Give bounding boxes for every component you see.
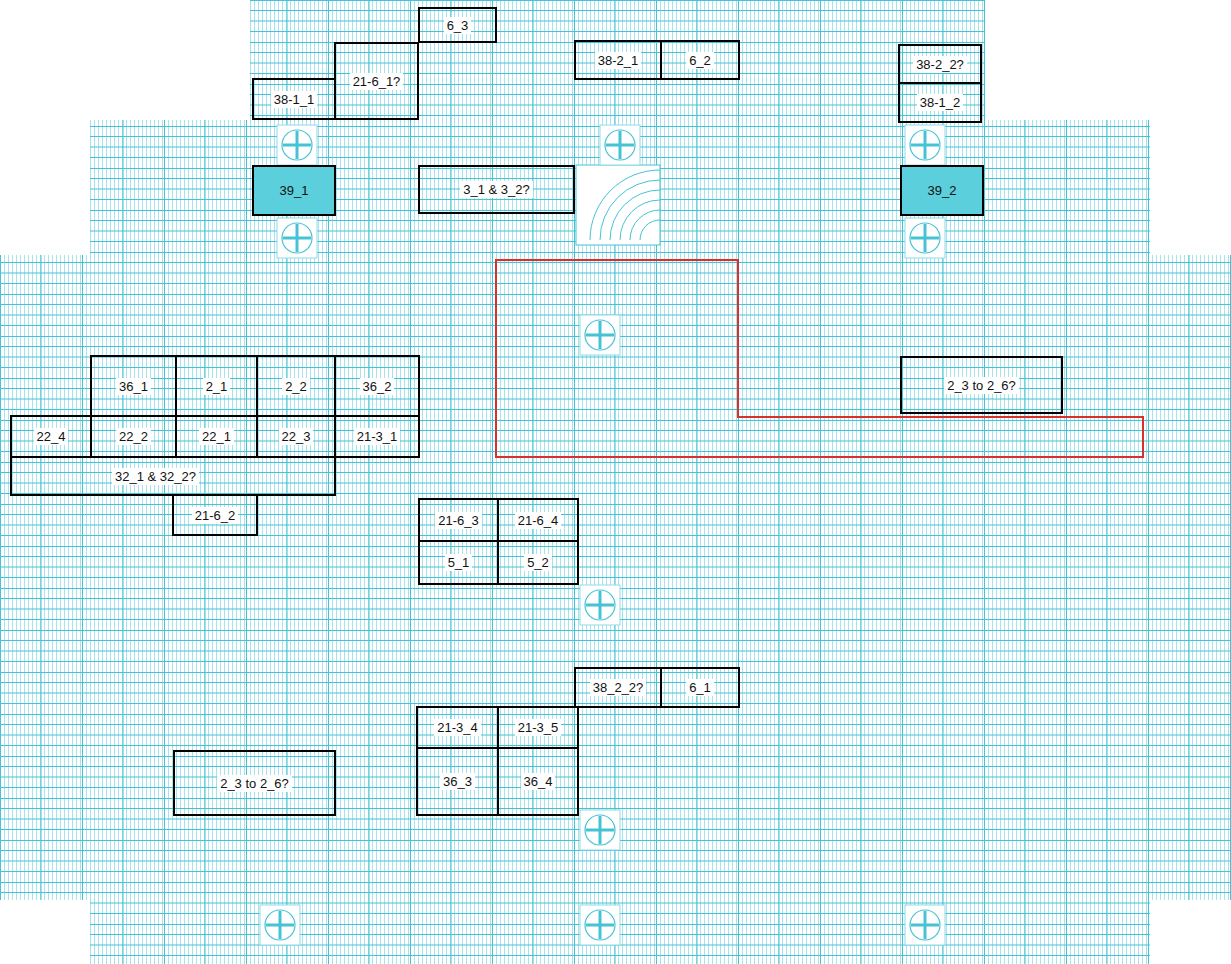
field-label: 21-6_4 [515, 512, 561, 529]
field-label: 22_2 [116, 428, 151, 445]
field-label: 21-6_2 [192, 507, 238, 524]
field-label: 21-6_3 [435, 512, 481, 529]
field-label: 36_4 [521, 773, 556, 790]
reticle-field-box: 22_1 [175, 415, 258, 458]
reticle-field-box: 21-6_4 [497, 498, 579, 542]
field-label: 21-3_5 [515, 719, 561, 736]
reticle-field-box: 2_2 [256, 355, 336, 417]
field-label: 2_2 [282, 378, 310, 395]
field-label: 22_3 [279, 428, 314, 445]
reticle-field-box: 6_1 [660, 667, 740, 708]
reticle-field-box: 38-1_2 [898, 82, 982, 123]
field-label: 38_2_2? [590, 679, 647, 696]
reticle-field-box: 38-2_2? [898, 44, 982, 84]
reticle-field-box: 21-3_1 [334, 415, 420, 458]
reticle-field-box: 38-1_1 [252, 78, 336, 120]
reticle-field-box: 6_3 [418, 7, 497, 43]
field-label: 21-6_1? [350, 73, 404, 90]
field-label: 5_2 [524, 554, 552, 571]
field-label: 39_2 [925, 182, 960, 199]
reticle-field-box: 38_2_2? [574, 667, 662, 708]
reticle-field-box: 21-6_2 [172, 494, 258, 536]
field-label: 2_3 to 2_6? [217, 775, 292, 792]
reticle-field-box: 21-3_5 [497, 706, 579, 749]
reticle-field-box: 22_3 [256, 415, 336, 458]
reticle-field-box: 32_1 & 32_2? [10, 456, 336, 496]
reticle-field-box: 38-2_1 [574, 40, 662, 80]
field-label: 38-2_2? [913, 56, 967, 73]
reticle-field-box: 36_2 [334, 355, 420, 417]
field-label: 36_3 [440, 773, 475, 790]
field-label: 22_1 [199, 428, 234, 445]
highlight-region [496, 260, 1143, 457]
reticle-field-box: 21-6_3 [418, 498, 499, 542]
field-label: 5_1 [445, 554, 473, 571]
field-label: 36_1 [116, 378, 151, 395]
test-structure [576, 165, 660, 245]
reticle-field-box: 22_2 [90, 415, 177, 458]
reticle-field-box: 2_1 [175, 355, 258, 417]
field-label: 38-2_1 [595, 52, 641, 69]
reticle-field-box: 39_2 [900, 165, 984, 216]
reticle-field-box: 2_3 to 2_6? [173, 750, 336, 816]
field-label: 32_1 & 32_2? [112, 468, 199, 485]
field-label: 21-3_1 [354, 428, 400, 445]
alignment-mark [260, 125, 945, 945]
reticle-field-box: 36_1 [90, 355, 177, 417]
field-label: 6_2 [686, 52, 714, 69]
field-label: 2_3 to 2_6? [944, 377, 1019, 394]
reticle-field-box: 3_1 & 3_2? [418, 165, 575, 214]
field-label: 6_3 [444, 17, 472, 34]
field-label: 38-1_2 [917, 94, 963, 111]
reticle-field-box: 22_4 [10, 415, 92, 458]
reticle-field-box: 21-6_1? [334, 42, 419, 120]
field-label: 21-3_4 [434, 719, 480, 736]
reticle-field-box: 6_2 [660, 40, 740, 80]
reticle-field-box: 39_1 [252, 165, 336, 216]
field-label: 36_2 [360, 378, 395, 395]
reticle-field-box: 5_2 [497, 540, 579, 585]
reticle-field-box: 5_1 [418, 540, 499, 585]
field-label: 22_4 [34, 428, 69, 445]
field-label: 38-1_1 [271, 91, 317, 108]
reticle-field-box: 36_3 [416, 747, 499, 816]
field-label: 2_1 [203, 378, 231, 395]
field-label: 3_1 & 3_2? [460, 181, 533, 198]
field-label: 39_1 [277, 182, 312, 199]
field-label: 6_1 [686, 679, 714, 696]
reticle-field-box: 2_3 to 2_6? [900, 356, 1063, 414]
reticle-field-box: 21-3_4 [416, 706, 499, 749]
reticle-field-box: 36_4 [497, 747, 579, 816]
